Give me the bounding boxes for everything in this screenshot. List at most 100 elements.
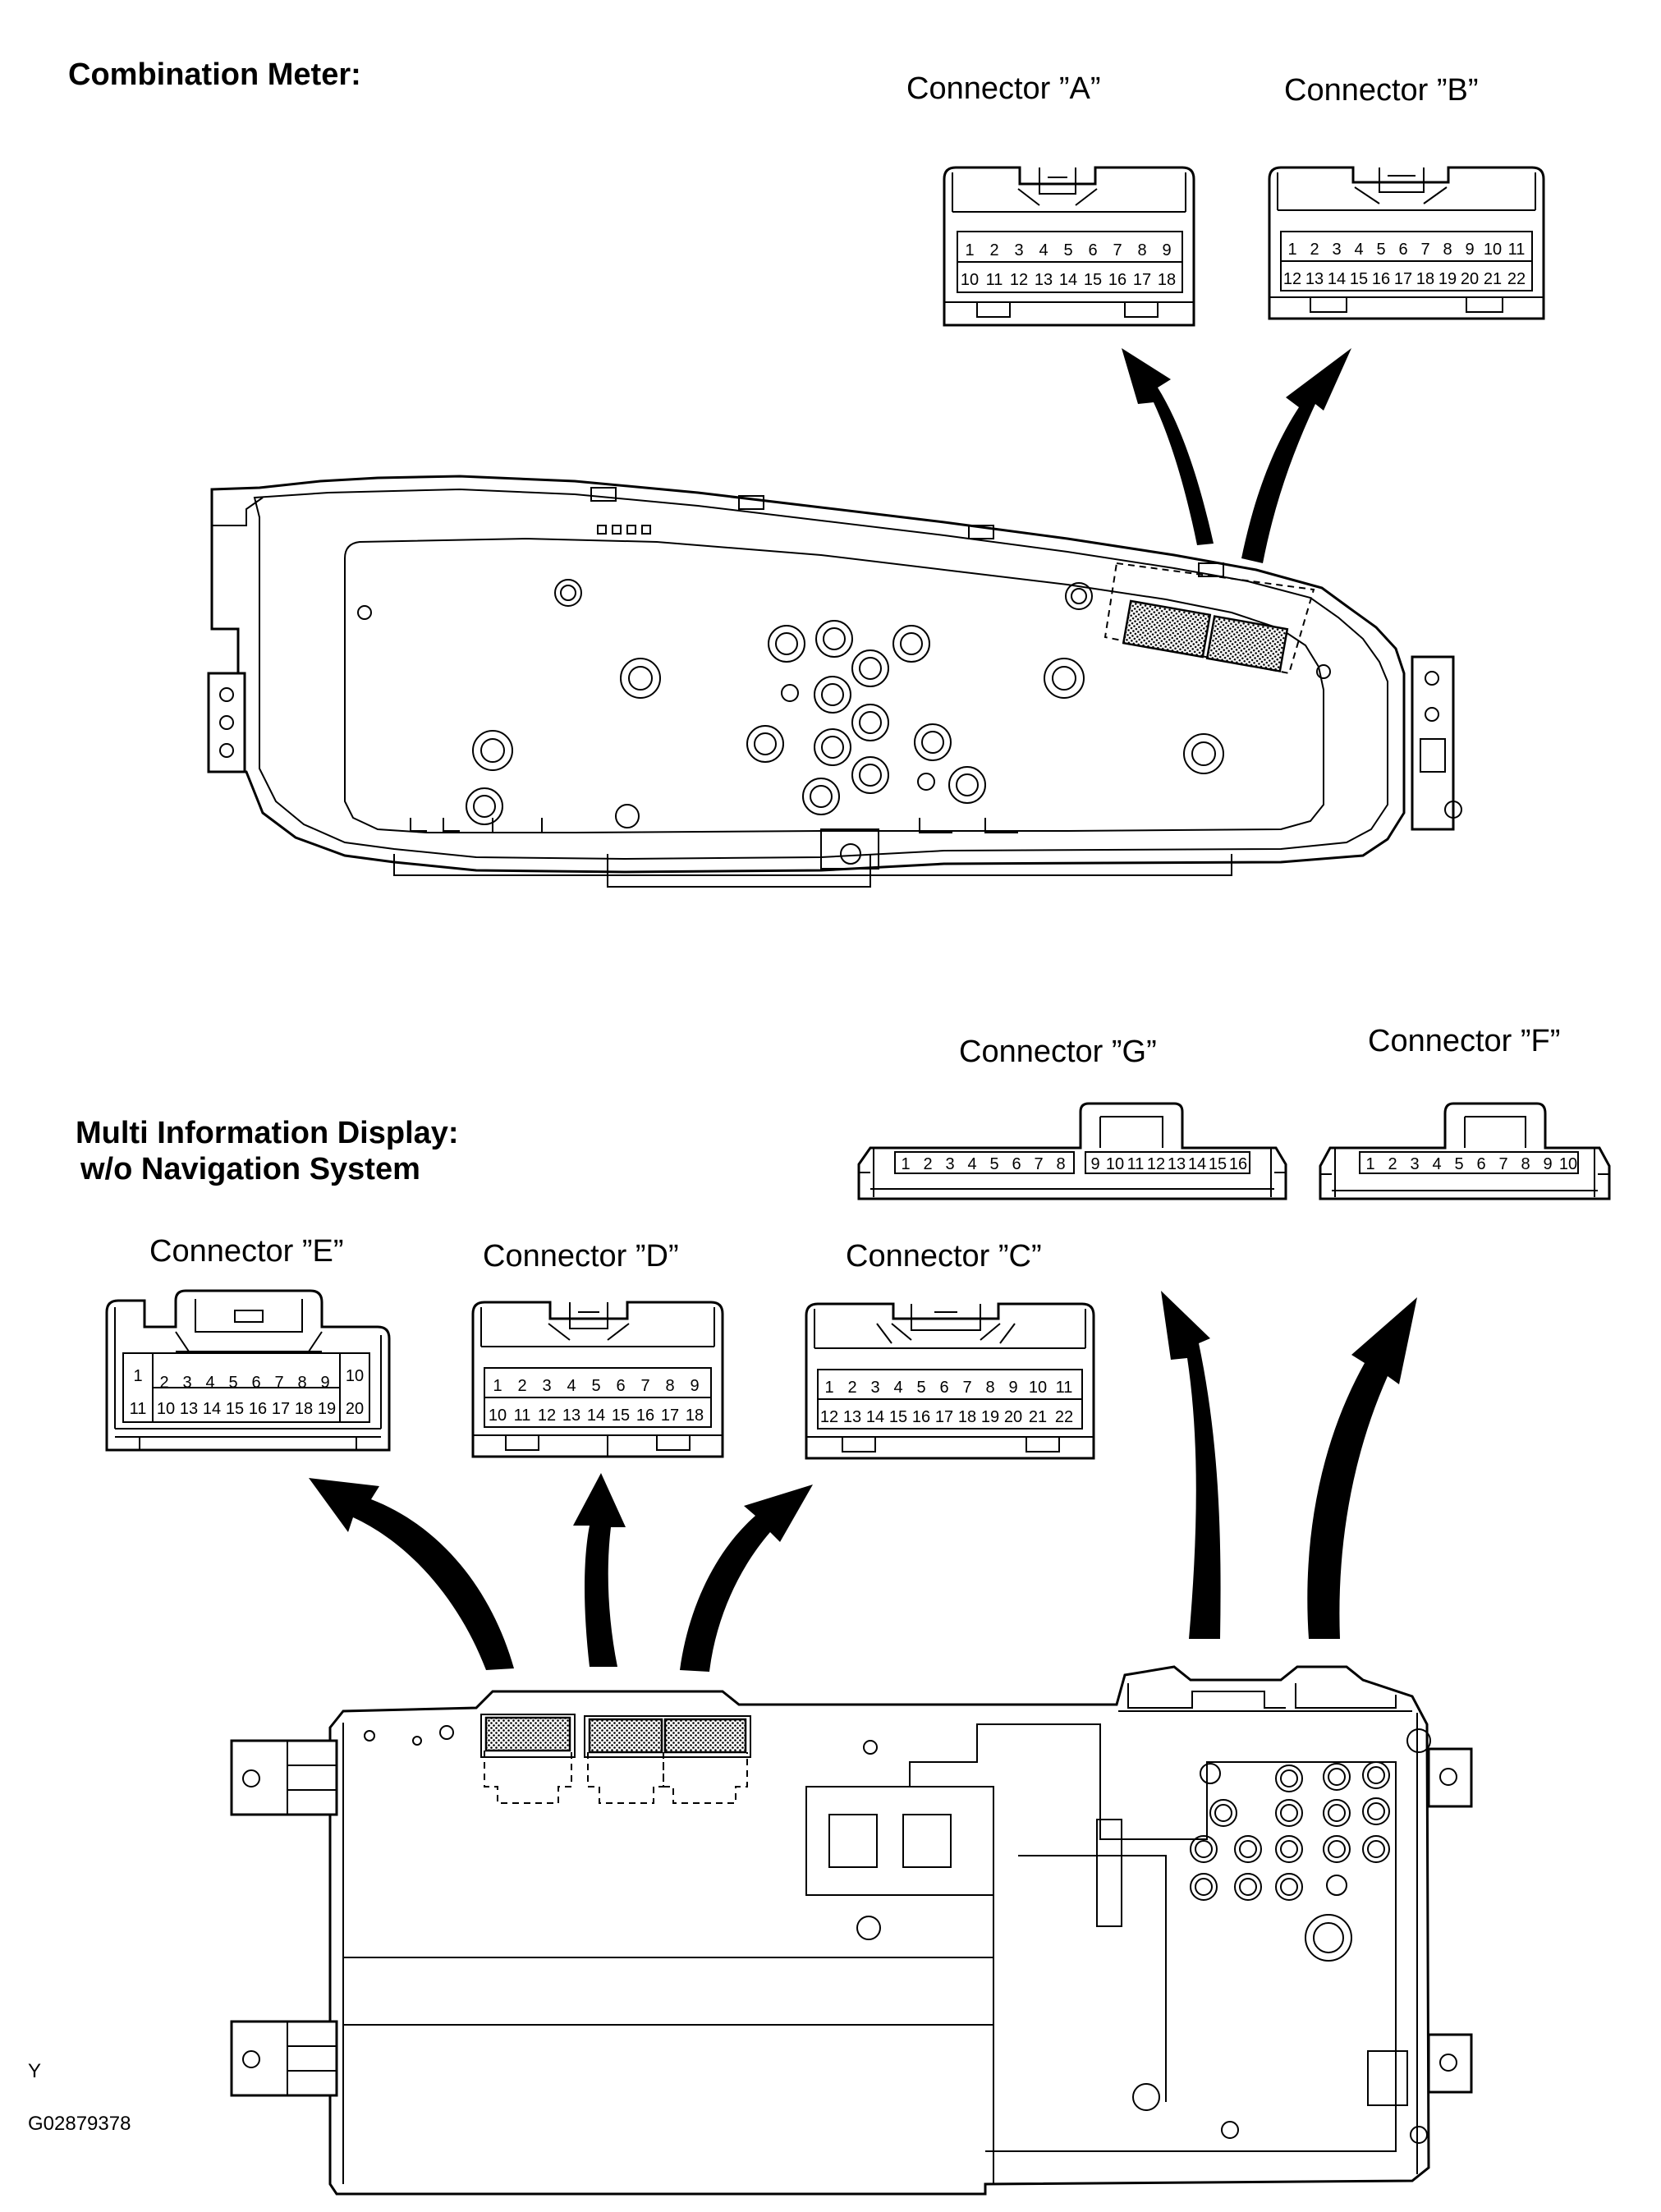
pin: 5 bbox=[1376, 241, 1385, 259]
pin: 3 bbox=[870, 1379, 879, 1397]
pin: 5 bbox=[228, 1374, 237, 1392]
connector-b-label: Connector ”B” bbox=[1284, 73, 1479, 108]
display-receptacle-d bbox=[588, 1718, 663, 1754]
pin: 18 bbox=[1416, 270, 1434, 288]
pin: 8 bbox=[1137, 241, 1146, 259]
pin: 5 bbox=[1063, 241, 1072, 259]
pin: 14 bbox=[1328, 270, 1346, 288]
combination-meter-title: Combination Meter: bbox=[68, 57, 361, 92]
connector-g: 1 2 3 4 5 6 7 8 9 10 11 12 13 14 15 16 bbox=[857, 1102, 1287, 1200]
pin: 22 bbox=[1507, 270, 1526, 288]
pin: 5 bbox=[916, 1379, 925, 1397]
arrow-to-connector-d bbox=[573, 1473, 626, 1667]
pin: 12 bbox=[1010, 271, 1028, 289]
connector-c-pins: 1 2 3 4 5 6 7 8 9 10 11 12 13 14 15 16 1… bbox=[820, 1379, 1073, 1426]
pin: 6 bbox=[1088, 241, 1097, 259]
pin: 11 bbox=[130, 1400, 147, 1418]
pin: 14 bbox=[203, 1400, 221, 1418]
pin: 17 bbox=[661, 1407, 679, 1425]
pin: 9 bbox=[1008, 1379, 1017, 1397]
pin: 18 bbox=[1158, 271, 1176, 289]
navigation-system-subtitle: w/o Navigation System bbox=[80, 1152, 420, 1186]
pin: 11 bbox=[1056, 1379, 1073, 1397]
pin: 4 bbox=[967, 1155, 976, 1173]
pin: 3 bbox=[1014, 241, 1023, 259]
combination-meter-receptacle-b bbox=[1205, 615, 1289, 672]
pin: 3 bbox=[182, 1374, 191, 1392]
pin: 7 bbox=[1034, 1155, 1043, 1173]
combination-meter-assembly bbox=[207, 475, 1462, 888]
pin: 11 bbox=[514, 1407, 531, 1425]
pin: 2 bbox=[847, 1379, 856, 1397]
multi-information-display-title: Multi Information Display: bbox=[76, 1116, 459, 1150]
pin: 2 bbox=[517, 1377, 526, 1395]
connector-g-label: Connector ”G” bbox=[959, 1035, 1157, 1069]
pin: 8 bbox=[1521, 1155, 1530, 1173]
pin: 6 bbox=[1398, 241, 1407, 259]
pin: 10 bbox=[1106, 1155, 1124, 1173]
connector-e-pins: 1 2 3 4 5 6 7 8 9 10 11 10 13 14 15 16 1… bbox=[130, 1367, 365, 1418]
pin: 6 bbox=[616, 1377, 625, 1395]
pin: 5 bbox=[989, 1155, 998, 1173]
pin: 3 bbox=[1410, 1155, 1419, 1173]
pin: 12 bbox=[820, 1408, 838, 1426]
pin: 11 bbox=[986, 271, 1003, 289]
pin: 13 bbox=[843, 1408, 861, 1426]
pin: 10 bbox=[1029, 1379, 1047, 1397]
pin: 13 bbox=[180, 1400, 198, 1418]
connector-c: 1 2 3 4 5 6 7 8 9 10 11 12 13 14 15 16 1… bbox=[805, 1302, 1095, 1460]
arrow-to-connector-f bbox=[1307, 1297, 1417, 1639]
pin: 1 bbox=[493, 1377, 502, 1395]
multi-information-display-assembly bbox=[230, 1665, 1473, 2196]
pin: 17 bbox=[272, 1400, 290, 1418]
pin: 13 bbox=[562, 1407, 580, 1425]
pin: 16 bbox=[1372, 270, 1390, 288]
pin: 6 bbox=[939, 1379, 948, 1397]
pin: 20 bbox=[1004, 1408, 1022, 1426]
pin: 1 bbox=[901, 1155, 910, 1173]
pin: 19 bbox=[981, 1408, 999, 1426]
pin: 4 bbox=[893, 1379, 902, 1397]
pin: 20 bbox=[1461, 270, 1479, 288]
pin: 9 bbox=[690, 1377, 699, 1395]
pin: 7 bbox=[1420, 241, 1429, 259]
pin: 19 bbox=[318, 1400, 336, 1418]
display-bulb-sockets bbox=[1190, 1761, 1390, 1962]
pin: 16 bbox=[636, 1407, 654, 1425]
pin: 3 bbox=[542, 1377, 551, 1395]
pin: 18 bbox=[958, 1408, 976, 1426]
pin: 2 bbox=[1310, 241, 1319, 259]
pin: 14 bbox=[1188, 1155, 1206, 1173]
figure-id: G02879378 bbox=[28, 2113, 131, 2135]
pin: 21 bbox=[1484, 270, 1502, 288]
pin: 10 bbox=[1484, 241, 1502, 259]
pin: 9 bbox=[1465, 241, 1474, 259]
pin: 1 bbox=[1287, 241, 1296, 259]
pin: 4 bbox=[567, 1377, 576, 1395]
connector-d-pins: 1 2 3 4 5 6 7 8 9 10 11 12 13 14 15 16 1… bbox=[489, 1377, 704, 1425]
pin: 2 bbox=[923, 1155, 932, 1173]
pin: 15 bbox=[1084, 271, 1102, 289]
connector-b: 1 2 3 4 5 6 7 8 9 10 11 12 13 14 15 16 1… bbox=[1268, 166, 1545, 320]
pin: 14 bbox=[1059, 271, 1077, 289]
pin: 10 bbox=[346, 1367, 364, 1385]
pin: 1 bbox=[965, 241, 974, 259]
pin: 6 bbox=[1476, 1155, 1485, 1173]
pin: 18 bbox=[295, 1400, 313, 1418]
pin: 4 bbox=[1039, 241, 1048, 259]
pin: 5 bbox=[591, 1377, 600, 1395]
pin: 22 bbox=[1055, 1408, 1073, 1426]
pin: 1 bbox=[1365, 1155, 1374, 1173]
pin: 2 bbox=[159, 1374, 168, 1392]
pin: 11 bbox=[1127, 1155, 1145, 1173]
display-receptacle-c bbox=[663, 1718, 747, 1754]
pin: 15 bbox=[889, 1408, 907, 1426]
connector-b-pins: 1 2 3 4 5 6 7 8 9 10 11 12 13 14 15 16 1… bbox=[1283, 241, 1526, 288]
arrow-to-connector-a bbox=[1122, 348, 1214, 545]
pin: 8 bbox=[985, 1379, 994, 1397]
connector-e-label: Connector ”E” bbox=[149, 1234, 344, 1269]
pin: 12 bbox=[1147, 1155, 1165, 1173]
pin: 13 bbox=[1035, 271, 1053, 289]
pin: 16 bbox=[912, 1408, 930, 1426]
pin: 15 bbox=[226, 1400, 244, 1418]
